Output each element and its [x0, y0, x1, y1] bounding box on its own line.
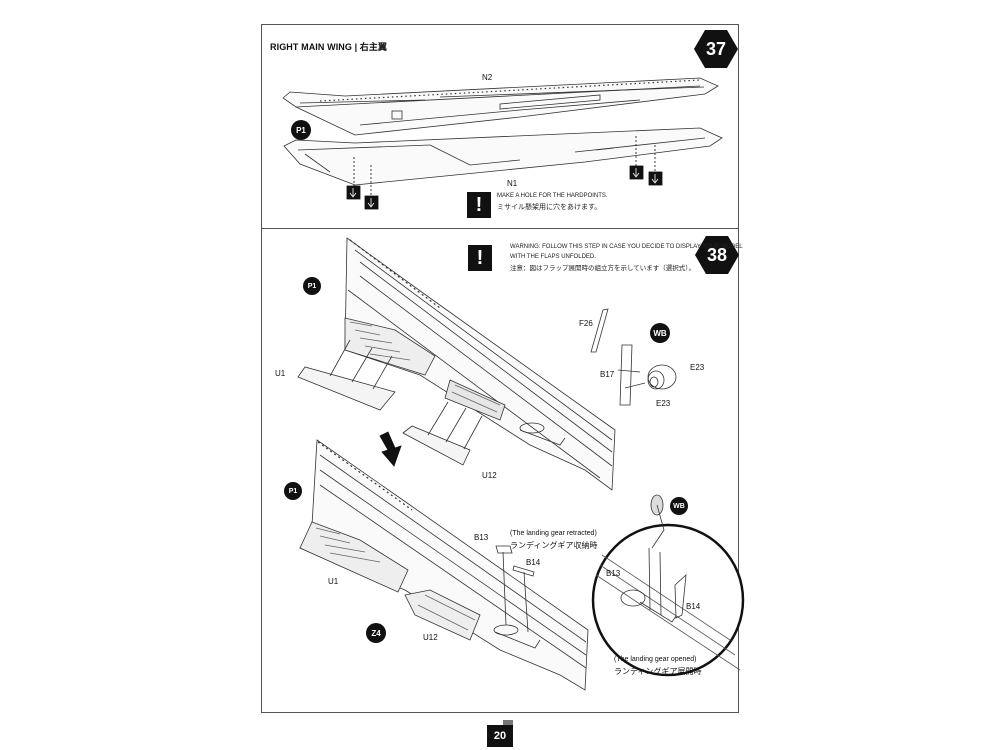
- note-gear-retracted-en: (The landing gear retracted): [510, 530, 597, 537]
- section-title: RIGHT MAIN WING | 右主翼: [270, 42, 388, 52]
- flap-u12-top: [402, 401, 483, 466]
- hexagon-icon: [694, 30, 738, 68]
- step-number: 38: [706, 244, 728, 265]
- detail-circle: [591, 494, 745, 677]
- part-label-b13: B13: [474, 533, 489, 542]
- hexagon-icon: [695, 236, 739, 274]
- step-number: 37: [705, 38, 727, 59]
- part-label-u1: U1: [275, 369, 286, 378]
- part-label-f26: F26: [579, 319, 593, 328]
- part-label-u12: U12: [482, 471, 497, 480]
- step-37-hexagon: 37: [694, 30, 738, 68]
- part-label-e23: E23: [690, 363, 705, 372]
- warning-text-jp: 注意：図はフラップ展開時の組立方を示しています（選択式）。: [510, 265, 696, 272]
- warning-icon: !: [467, 192, 491, 218]
- badge-p1: P1: [291, 120, 311, 140]
- part-label-u1: U1: [328, 577, 339, 586]
- badge-p1-lower: P1: [284, 482, 302, 500]
- wing-assembly-lower: [299, 439, 589, 691]
- step-38-hexagon: 38: [695, 236, 739, 274]
- part-label-e23: E23: [656, 399, 671, 408]
- note-gear-retracted-jp: ランディングギア収納時: [510, 541, 598, 550]
- hardpoint-markers: [346, 136, 663, 210]
- badge-wb-lower: WB: [670, 497, 688, 515]
- page-number: 20: [487, 725, 513, 747]
- part-label-b14-detail: B14: [686, 602, 701, 611]
- note-hardpoints-en: MAKE A HOLE FOR THE HARDPOINTS.: [497, 193, 608, 199]
- part-label-b13-detail: B13: [606, 569, 621, 578]
- part-label-u12: U12: [423, 633, 438, 642]
- note-gear-opened-en: (The landing gear opened): [614, 656, 697, 663]
- page-number-tab: [503, 720, 513, 727]
- badge-p1-upper: P1: [303, 277, 321, 295]
- warning-text-en-2: WITH THE FLAPS UNFOLDED.: [510, 254, 596, 260]
- note-gear-opened-jp: ランディングギア展開時: [614, 667, 702, 676]
- part-label-n2: N2: [482, 73, 493, 82]
- down-arrow-icon: [379, 431, 402, 467]
- part-label-b14: B14: [526, 558, 541, 567]
- warning-text-en-1: WARNING: FOLLOW THIS STEP IN CASE YOU DE…: [510, 244, 743, 250]
- badge-wb-upper: WB: [650, 323, 670, 343]
- part-label-b17: B17: [600, 370, 615, 379]
- page-frame: [261, 24, 739, 713]
- wing-part-n2: [282, 77, 719, 136]
- part-label-n1: N1: [507, 179, 518, 188]
- landing-gear-parts: [590, 308, 677, 406]
- flap-u1-top: [297, 339, 396, 411]
- wing-part-n1: [283, 127, 723, 186]
- wing-assembly-upper: [344, 237, 616, 491]
- badge-z4: Z4: [366, 623, 386, 643]
- step-divider: [261, 228, 739, 229]
- warning-icon: !: [468, 245, 492, 271]
- note-hardpoints-jp: ミサイル懸架用に穴をあけます。: [497, 204, 602, 211]
